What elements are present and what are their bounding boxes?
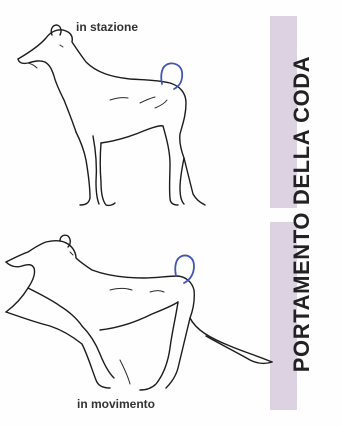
dog-trotting-icon [6, 235, 272, 390]
dog-standing-icon [18, 25, 205, 205]
